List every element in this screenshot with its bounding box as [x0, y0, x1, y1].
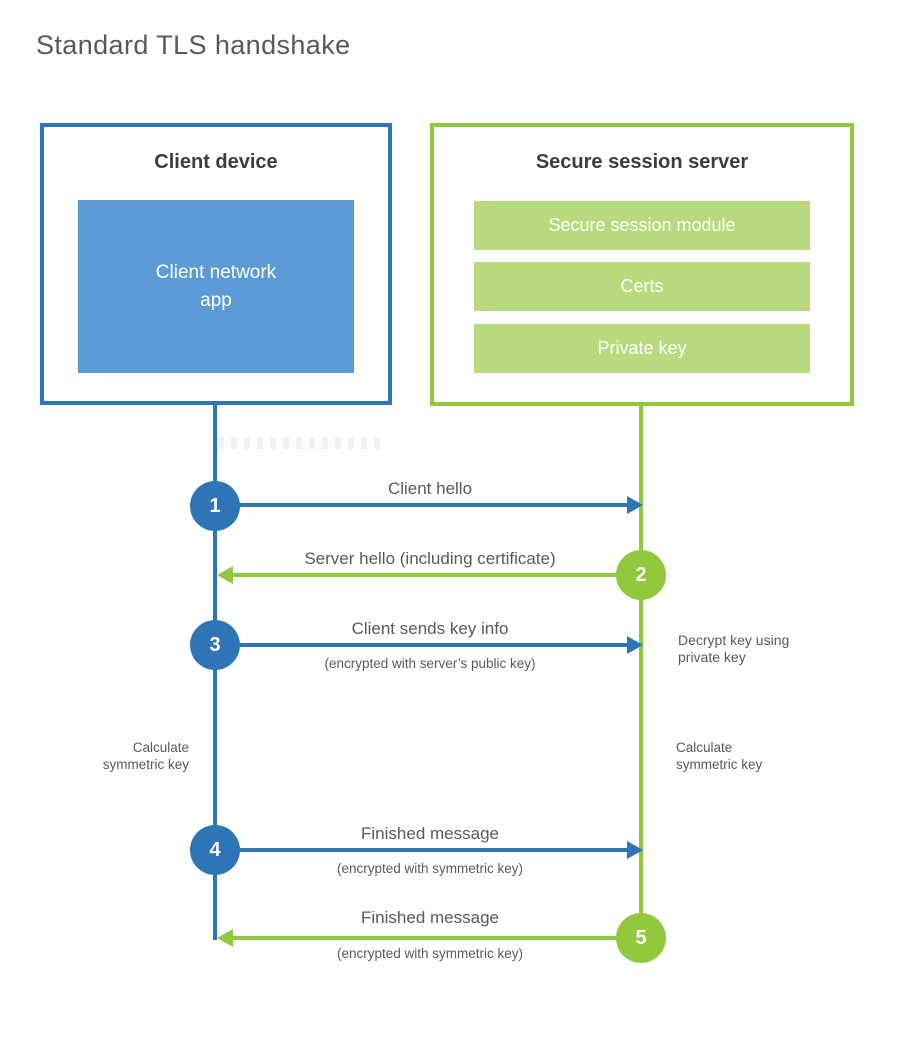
calc-right-line2: symmetric key — [676, 757, 763, 772]
client-network-app-block: Client network app — [78, 200, 354, 373]
step-2-badge: 2 — [616, 550, 666, 600]
step-1-number: 1 — [209, 494, 221, 517]
server-module-secure-session-module: Secure session module — [474, 201, 810, 250]
calc-left-line1: Calculate — [132, 740, 189, 755]
step-1-arrow-client-to-server — [240, 496, 643, 514]
step-4-label: Finished message — [361, 824, 499, 843]
client-device-title: Client device — [154, 151, 278, 173]
step-3-sublabel: (encrypted with server’s public key) — [324, 656, 536, 671]
step-5-sublabel: (encrypted with symmetric key) — [336, 946, 524, 961]
decrypt-note-line1: Decrypt key using — [678, 632, 790, 648]
arrow-shaft — [240, 643, 628, 647]
secure-session-server-title: Secure session server — [535, 151, 749, 173]
arrowhead-right-icon — [627, 496, 643, 514]
client-lifeline — [213, 405, 217, 940]
arrow-shaft — [240, 503, 628, 507]
server-module-private-key: Private key — [474, 324, 810, 373]
secure-session-server-box: Secure session server Secure session mod… — [430, 123, 854, 406]
calc-left-line2: symmetric key — [102, 757, 189, 772]
arrowhead-left-icon — [217, 929, 233, 947]
decrypt-key-note: Decrypt key using private key — [678, 632, 818, 666]
step-1-label: Client hello — [387, 479, 473, 498]
client-app-label-line1: Client network — [155, 261, 277, 283]
step-4-sublabel: (encrypted with symmetric key) — [336, 861, 524, 876]
arrowhead-right-icon — [627, 841, 643, 859]
arrow-shaft — [232, 573, 616, 577]
arrow-shaft — [232, 936, 616, 940]
calculate-symmetric-key-note-client: Calculate symmetric key — [57, 739, 189, 773]
arrowhead-left-icon — [217, 566, 233, 584]
step-4-number: 4 — [209, 838, 221, 861]
calc-right-line1: Calculate — [676, 740, 733, 755]
step-2-label: Server hello (including certificate) — [304, 549, 556, 568]
step-3-badge: 3 — [190, 620, 240, 670]
step-2-arrow-server-to-client — [217, 566, 616, 584]
step-5-badge: 5 — [616, 913, 666, 963]
step-1-badge: 1 — [190, 481, 240, 531]
calculate-symmetric-key-note-server: Calculate symmetric key — [676, 739, 808, 773]
step-5-number: 5 — [635, 926, 647, 949]
client-device-box: Client device Client network app — [40, 123, 392, 405]
ghost-artifact — [218, 437, 386, 449]
decrypt-note-line2: private key — [678, 649, 746, 665]
step-3-label: Client sends key info — [351, 619, 509, 638]
step-4-arrow-client-to-server — [240, 841, 643, 859]
step-4-badge: 4 — [190, 825, 240, 875]
arrow-shaft — [240, 848, 628, 852]
client-app-label-line2: app — [200, 289, 232, 311]
step-2-number: 2 — [635, 563, 647, 586]
server-lifeline — [639, 406, 643, 940]
server-module-certs: Certs — [474, 262, 810, 311]
arrowhead-right-icon — [627, 636, 643, 654]
step-3-arrow-client-to-server — [240, 636, 643, 654]
step-5-label: Finished message — [361, 908, 499, 927]
step-3-number: 3 — [209, 633, 221, 656]
page-title: Standard TLS handshake — [36, 30, 351, 60]
step-5-arrow-server-to-client — [217, 929, 616, 947]
